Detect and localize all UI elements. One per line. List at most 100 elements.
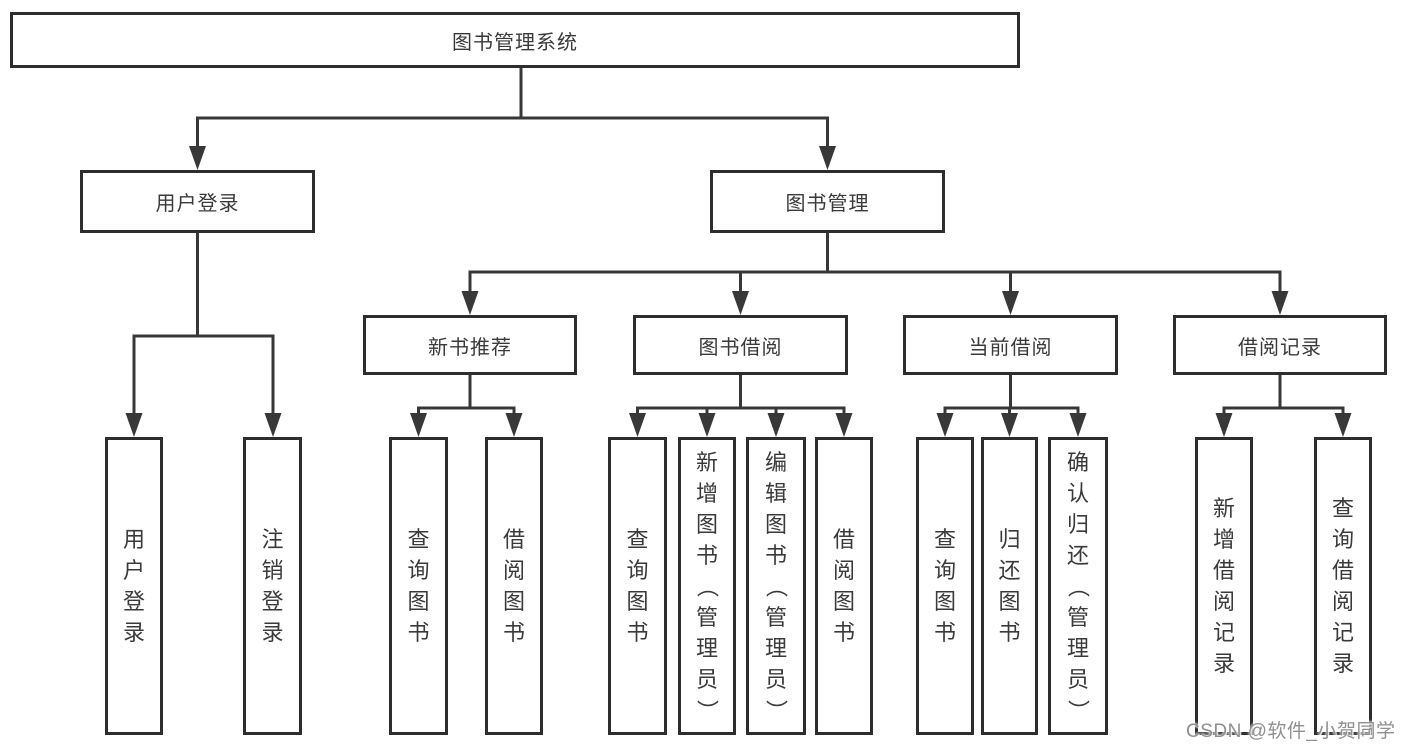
vertical-char: 书 <box>933 620 956 645</box>
vertical-char: ） <box>1065 698 1091 722</box>
vertical-char: 确 <box>1066 449 1089 475</box>
vertical-char: 图 <box>502 589 525 614</box>
vertical-char: 图 <box>832 589 855 614</box>
vertical-char: 记 <box>1331 620 1354 645</box>
vertical-char: 管 <box>764 604 787 630</box>
node-book-management: 图书管理 <box>710 170 945 233</box>
node-label-vertical: 借阅图书 <box>818 440 870 732</box>
node-leaf-query-books-3: 查询图书 <box>916 437 974 735</box>
csdn-watermark: CSDN @软件_小贺同学 <box>1186 721 1396 742</box>
node-leaf-query-borrow-record: 查询借阅记录 <box>1314 437 1372 735</box>
node-label: 图书借阅 <box>698 336 783 359</box>
node-leaf-borrow-books-1: 借阅图书 <box>485 437 543 735</box>
node-label: 借阅记录 <box>1238 336 1322 359</box>
vertical-char: 编 <box>764 449 787 475</box>
node-label-vertical: 查询借阅记录 <box>1317 440 1369 732</box>
vertical-char: （ <box>763 574 789 598</box>
vertical-char: 询 <box>407 558 430 583</box>
vertical-char: 登 <box>261 589 284 614</box>
vertical-char: ） <box>694 698 720 722</box>
node-label-vertical: 借阅图书 <box>488 440 540 732</box>
vertical-char: 询 <box>1331 527 1354 552</box>
vertical-char: 借 <box>832 527 855 552</box>
vertical-char: 阅 <box>502 558 525 583</box>
node-label-vertical: 新增借阅记录 <box>1198 440 1250 732</box>
vertical-char: 书 <box>695 542 718 568</box>
vertical-char: 书 <box>832 620 855 645</box>
vertical-char: 录 <box>261 620 284 645</box>
node-leaf-add-borrow-record: 新增借阅记录 <box>1195 437 1253 735</box>
vertical-char: 查 <box>407 527 430 552</box>
vertical-char: 管 <box>695 604 718 630</box>
vertical-char: 还 <box>998 558 1021 583</box>
vertical-char: 图 <box>626 589 649 614</box>
node-leaf-borrow-books-2: 借阅图书 <box>815 437 873 735</box>
vertical-char: 新 <box>1212 496 1235 521</box>
vertical-char: 阅 <box>832 558 855 583</box>
vertical-char: 录 <box>122 620 145 645</box>
node-leaf-query-books-2: 查询图书 <box>608 437 667 735</box>
vertical-char: 还 <box>1066 542 1089 568</box>
node-leaf-edit-book-admin: 编辑图书（管理员） <box>746 437 806 735</box>
vertical-char: 图 <box>933 589 956 614</box>
node-leaf-query-books-1: 查询图书 <box>389 437 448 735</box>
vertical-char: 归 <box>998 527 1021 552</box>
vertical-char: 询 <box>933 558 956 583</box>
node-user-login: 用户登录 <box>80 170 315 233</box>
node-leaf-return-book: 归还图书 <box>981 437 1038 735</box>
node-leaf-add-book-admin: 新增图书 （ 管理员 ） <box>678 437 736 735</box>
node-label-vertical: 编辑图书（管理员） <box>749 440 803 732</box>
node-root-library-system: 图书管理系统 <box>10 12 1020 68</box>
node-leaf-user-login: 用户登录 <box>105 437 163 735</box>
vertical-char: 销 <box>261 558 284 583</box>
vertical-char: 员 <box>695 666 718 692</box>
vertical-char: （ <box>694 574 720 598</box>
node-label-vertical: 新增图书 （ 管理员 ） <box>681 440 733 732</box>
vertical-char: 增 <box>1212 527 1235 552</box>
vertical-char: 理 <box>695 635 718 661</box>
vertical-char: 借 <box>502 527 525 552</box>
vertical-char: 图 <box>998 589 1021 614</box>
node-label-vertical: 查询图书 <box>392 440 445 732</box>
vertical-char: 阅 <box>1212 589 1235 614</box>
vertical-char: 图 <box>764 511 787 537</box>
vertical-char: 录 <box>1212 651 1235 676</box>
vertical-char: 书 <box>407 620 430 645</box>
vertical-char: 认 <box>1066 480 1089 506</box>
vertical-char: 增 <box>695 480 718 506</box>
node-new-book-recommend: 新书推荐 <box>363 315 577 375</box>
vertical-char: 理 <box>1066 635 1089 661</box>
vertical-char: 管 <box>1066 604 1089 630</box>
node-label: 当前借阅 <box>968 336 1053 359</box>
node-label-vertical: 确认归还 （ 管理员 ） <box>1051 440 1105 732</box>
node-label: 图书管理 <box>785 193 870 215</box>
vertical-char: 新 <box>695 449 718 475</box>
vertical-char: 询 <box>626 558 649 583</box>
vertical-char: 借 <box>1331 558 1354 583</box>
vertical-char: 归 <box>1066 511 1089 537</box>
node-leaf-confirm-return-admin: 确认归还 （ 管理员 ） <box>1048 437 1108 735</box>
vertical-char: 书 <box>764 542 787 568</box>
vertical-char: 图 <box>407 589 430 614</box>
vertical-char: 用 <box>122 527 145 552</box>
node-label-vertical: 查询图书 <box>919 440 971 732</box>
node-label-vertical: 查询图书 <box>611 440 664 732</box>
vertical-char: 查 <box>933 527 956 552</box>
node-borrow-records: 借阅记录 <box>1173 315 1387 375</box>
node-book-borrowing: 图书借阅 <box>633 315 848 375</box>
vertical-char: 员 <box>1066 666 1089 692</box>
vertical-char: 图 <box>695 511 718 537</box>
vertical-char: 查 <box>1331 496 1354 521</box>
vertical-char: 员 <box>764 666 787 692</box>
vertical-char: 户 <box>122 558 145 583</box>
vertical-char: ） <box>763 698 789 722</box>
node-label-vertical: 用户登录 <box>108 440 160 732</box>
node-current-borrowing: 当前借阅 <box>903 315 1118 375</box>
vertical-char: （ <box>1065 574 1091 598</box>
node-leaf-logout-login: 注销登录 <box>243 437 302 735</box>
vertical-char: 书 <box>626 620 649 645</box>
vertical-char: 录 <box>1331 651 1354 676</box>
node-label: 新书推荐 <box>428 336 512 359</box>
vertical-char: 书 <box>998 620 1021 645</box>
